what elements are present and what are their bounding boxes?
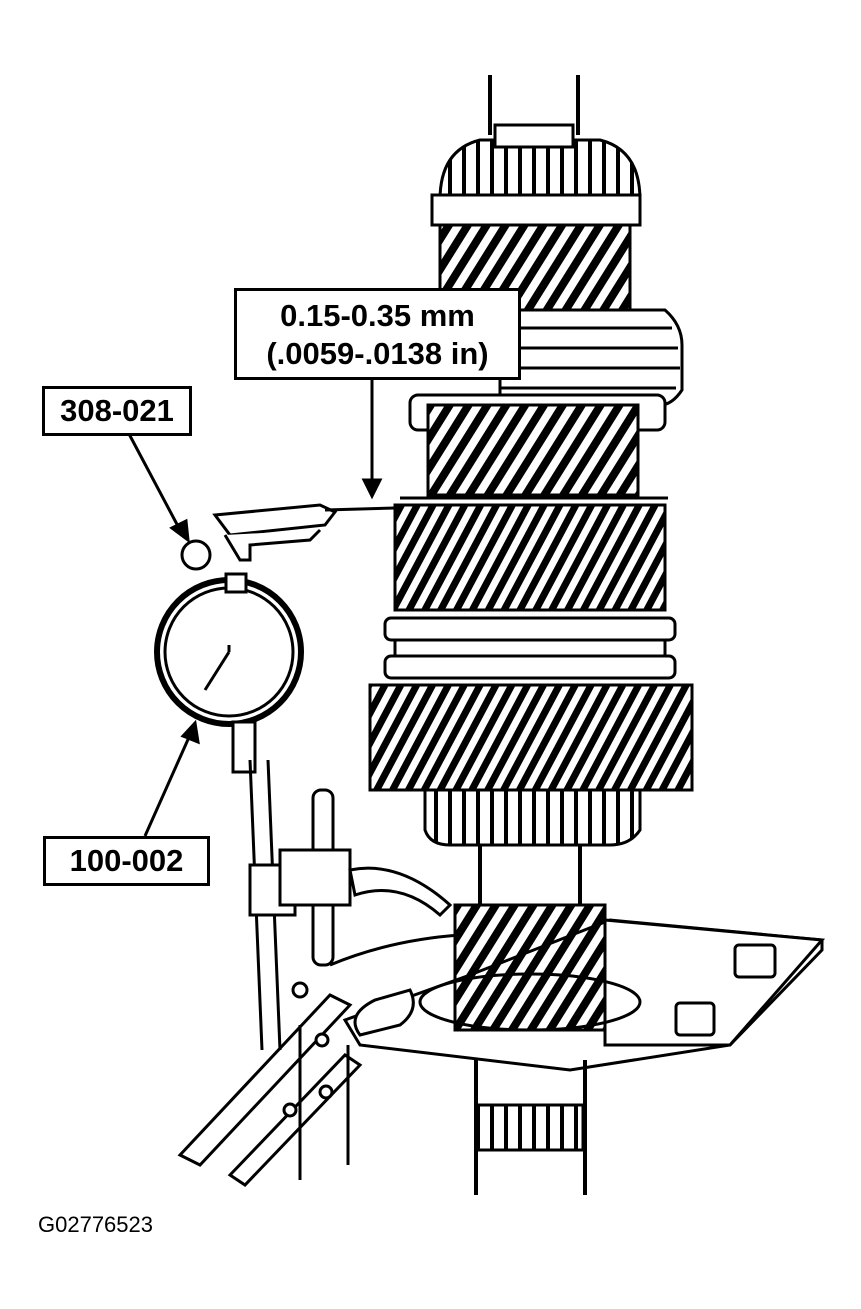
figure-id: G02776523 — [38, 1212, 153, 1237]
indicator-post — [248, 759, 461, 1051]
tool-308-021-label: 308-021 — [42, 386, 192, 436]
lower-gear — [368, 683, 694, 792]
top-synchronizer — [430, 123, 642, 227]
holding-fixture — [342, 918, 826, 1072]
leader-arrows — [126, 380, 383, 837]
third-gear — [426, 403, 640, 497]
clearance-metric: 0.15-0.35 mm — [280, 298, 475, 333]
synchronizer-hub — [383, 616, 677, 680]
dial-indicator — [154, 572, 304, 774]
clearance-callout: 0.15-0.35 mm (.0059-.0138 in) — [234, 288, 521, 380]
clearance-imperial: (.0059-.0138 in) — [266, 336, 489, 371]
bench-stand — [177, 981, 363, 1187]
output-spline — [476, 1103, 585, 1152]
tool-100-002-label: 100-002 — [43, 836, 210, 886]
measured-gear — [393, 503, 667, 612]
bearing — [423, 788, 642, 847]
main-shaft — [474, 75, 587, 1195]
indicator-arm — [180, 503, 396, 571]
counter-gear — [453, 903, 607, 1032]
